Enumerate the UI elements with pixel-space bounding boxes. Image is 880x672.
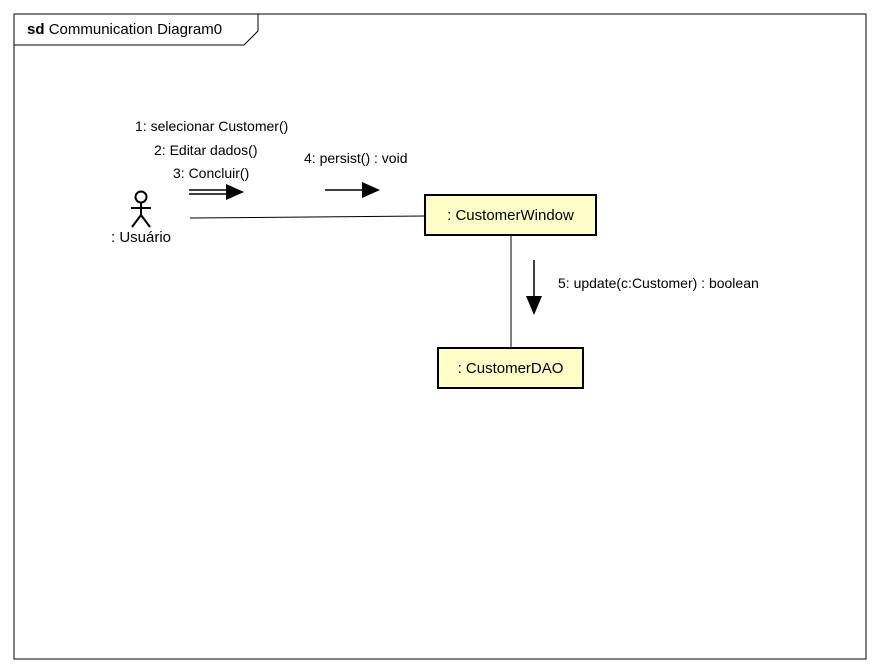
object-customer-dao[interactable]: : CustomerDAO bbox=[437, 347, 584, 389]
diagram-frame bbox=[13, 13, 867, 660]
actor-icon[interactable] bbox=[131, 190, 151, 228]
message-3-label: 3: Concluir() bbox=[173, 165, 250, 181]
object-customer-window-label: : CustomerWindow bbox=[447, 206, 574, 224]
link-actor-window[interactable] bbox=[189, 215, 426, 219]
arrow-icon bbox=[325, 182, 380, 198]
message-5-label: 5: update(c:Customer) : boolean bbox=[558, 275, 759, 291]
message-2-label: 2: Editar dados() bbox=[154, 142, 258, 158]
frame-name: Communication Diagram0 bbox=[48, 21, 223, 38]
frame-kind: sd bbox=[27, 21, 45, 38]
message-1-label: 1: selecionar Customer() bbox=[135, 118, 289, 134]
arrow-icon bbox=[526, 260, 542, 315]
object-customer-window[interactable]: : CustomerWindow bbox=[424, 194, 597, 236]
arrow-icon bbox=[189, 184, 244, 200]
frame-title: sd Communication Diagram0 bbox=[27, 21, 222, 38]
actor-label: : Usuário bbox=[111, 229, 172, 246]
message-4-label: 4: persist() : void bbox=[304, 150, 408, 166]
frame-tab bbox=[14, 14, 259, 46]
object-customer-dao-label: : CustomerDAO bbox=[457, 359, 564, 377]
